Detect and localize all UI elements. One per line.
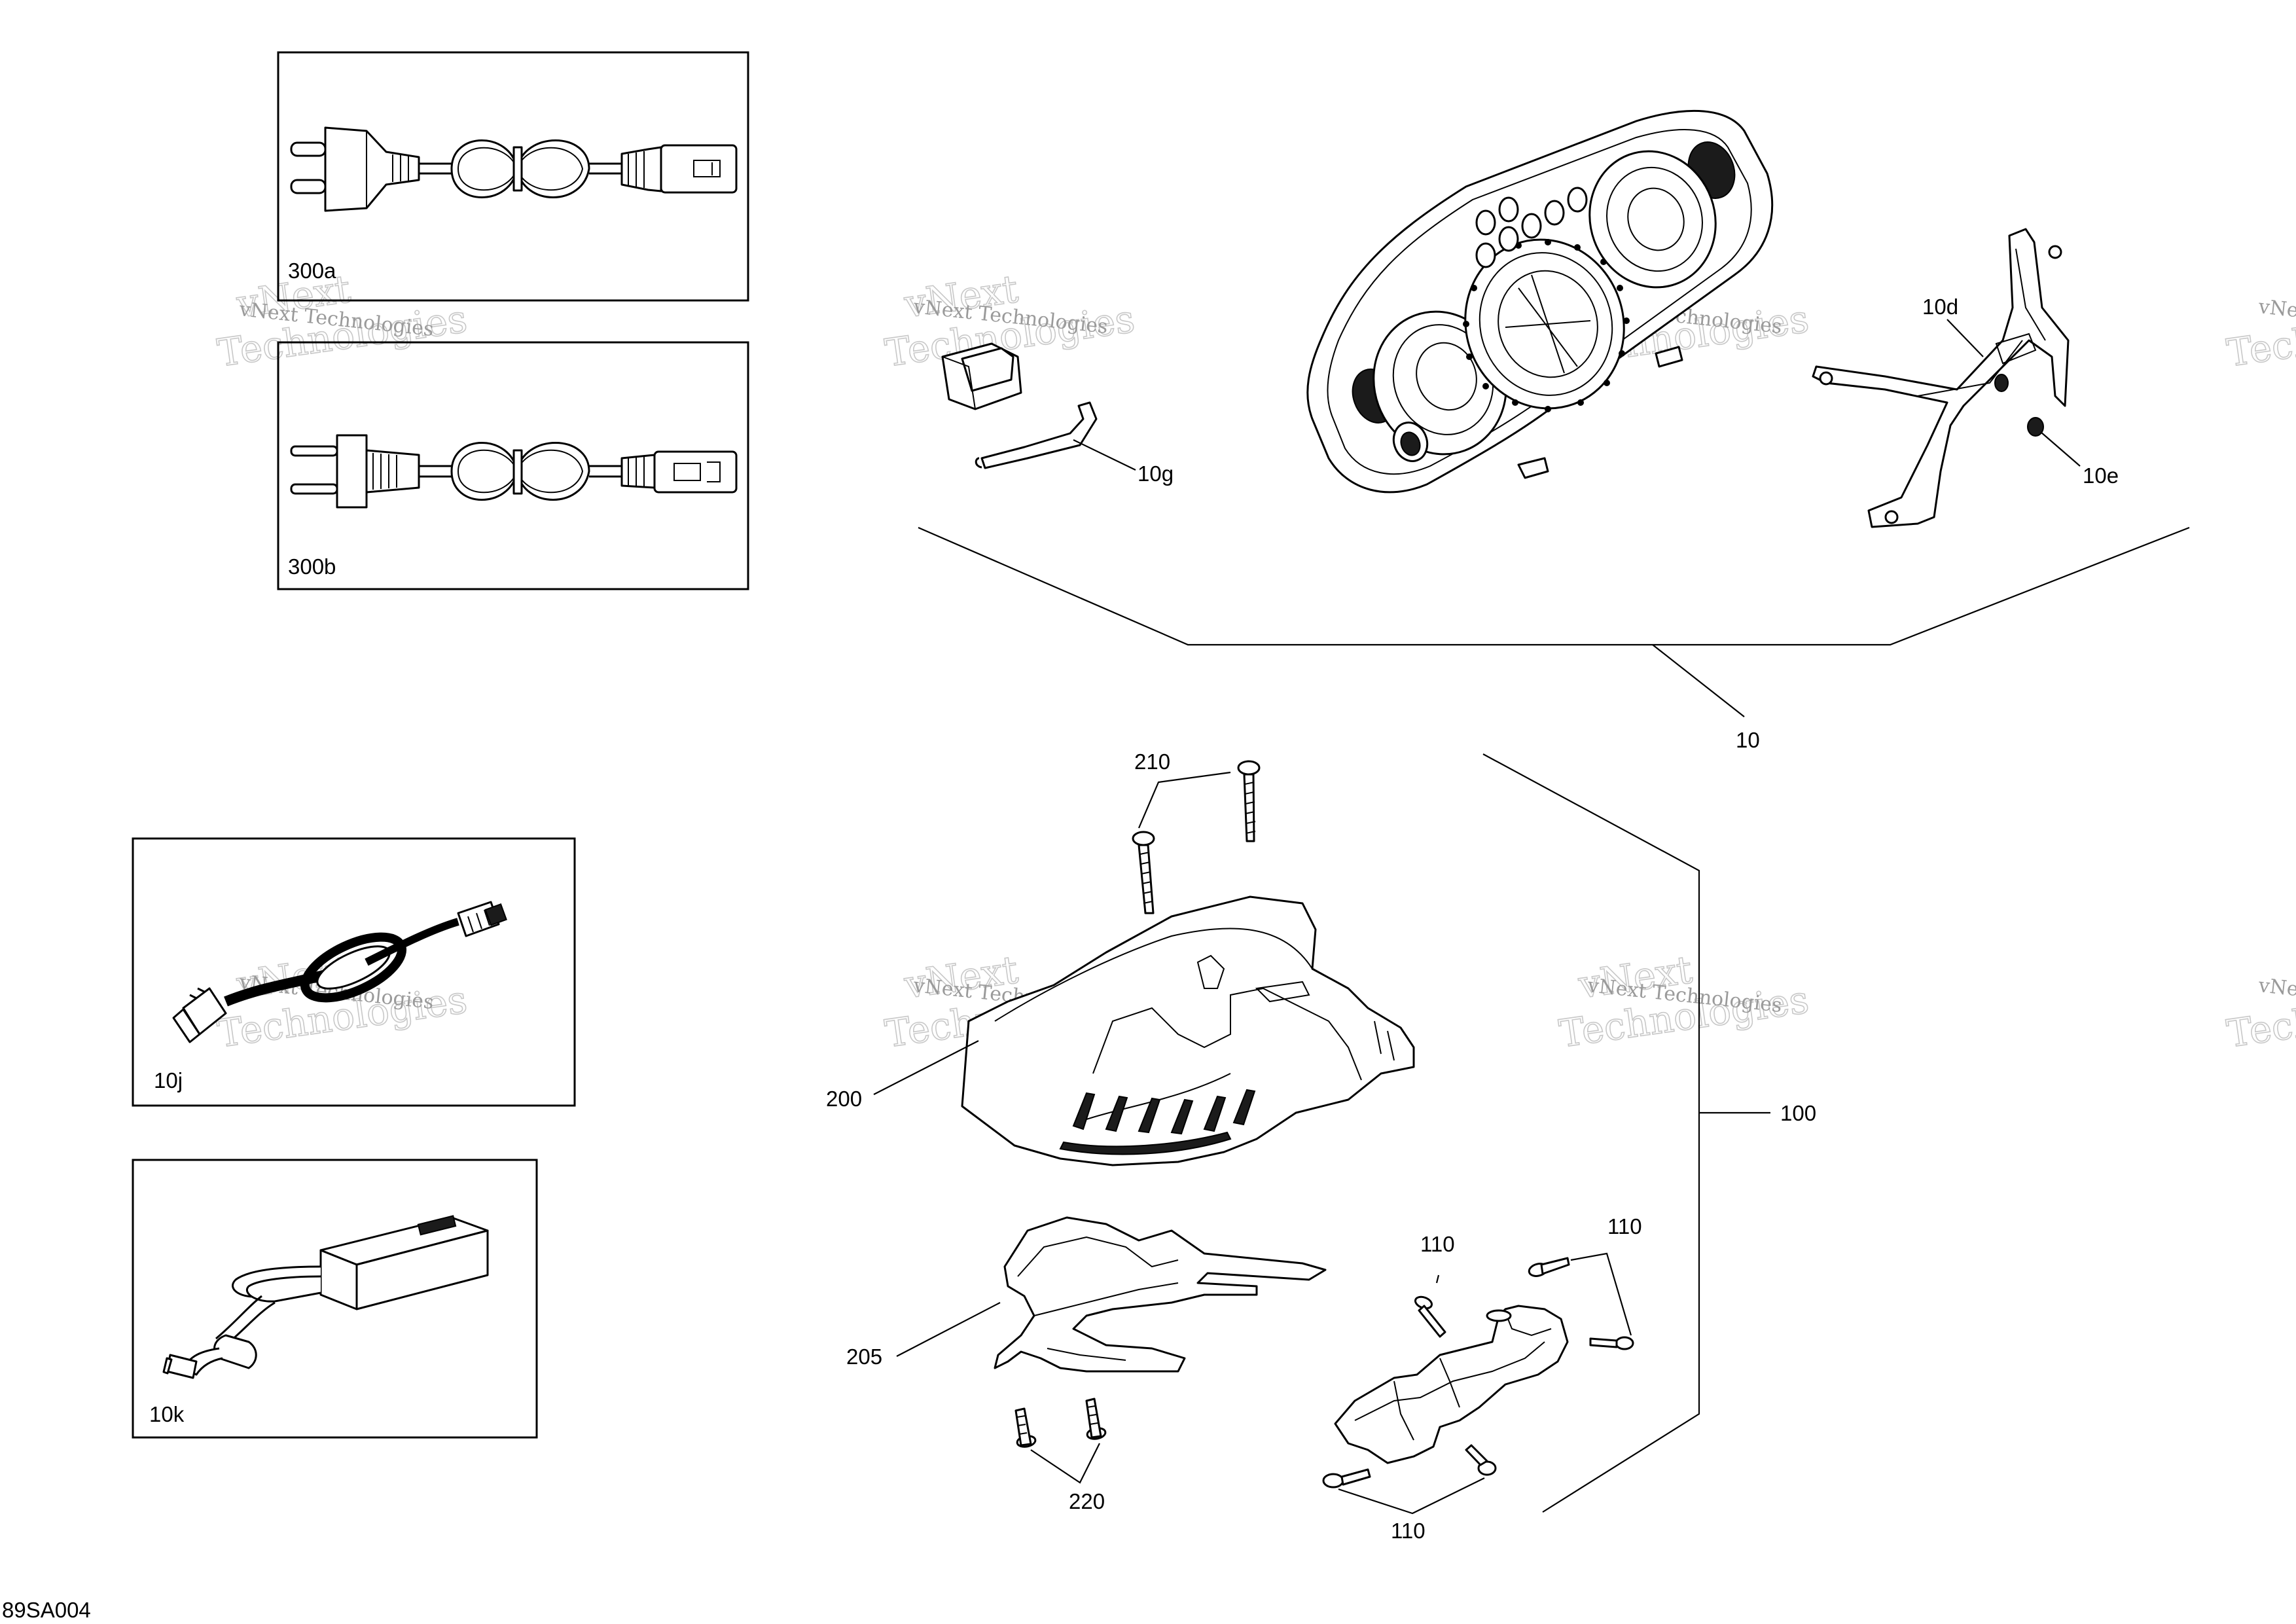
leader-110-top [1435,1274,1440,1284]
diagram-code: 89SA004 [2,1598,91,1622]
part-10d-bracket [1812,228,2070,528]
part-10-gauge-cluster [1306,109,1774,494]
leader-210 [1138,771,1231,829]
label-10e: 10e [2083,463,2119,488]
part-10e-nut [2027,417,2044,437]
label-110-right: 110 [1607,1214,1642,1238]
label-200: 200 [826,1087,862,1111]
leader-10d [1946,319,1984,357]
frame-300b [277,341,749,590]
part-300a-box: 300a [277,51,749,302]
label-10j: 10j [154,1068,183,1092]
part-300b-box: 300b [277,341,749,590]
label-300a: 300a [288,259,336,283]
label-110-top: 110 [1420,1232,1455,1256]
label-10g: 10g [1138,461,1174,486]
charger-adapter-10k-icon [162,1215,489,1379]
assembly-bracket-10 [918,526,2190,646]
leader-200 [873,1040,979,1095]
leader-220 [1030,1443,1100,1484]
leader-205 [896,1302,1001,1357]
frame-10j [132,837,576,1107]
label-10d: 10d [1922,295,1958,319]
leader-110-bottom [1338,1477,1485,1515]
usb-charging-cable-10j-icon [172,901,507,1043]
leader-110-right [1570,1252,1632,1336]
power-cable-300a-icon [290,126,738,212]
leader-10 [1652,644,1745,717]
part-110-housing [1334,1305,1569,1464]
part-10k-box: 10k [132,1159,538,1439]
part-10j-box: 10j [132,837,576,1107]
power-cable-300b-icon [290,434,738,509]
label-300b: 300b [288,554,336,579]
label-110-bottom: 110 [1391,1519,1426,1543]
part-205-bracket [994,1216,1327,1373]
part-110-screws [1322,1257,1634,1489]
part-210-screws [1132,760,1261,914]
leader-10g [1073,439,1136,471]
part-220-screws [1014,1398,1107,1448]
label-100: 100 [1780,1101,1816,1125]
frame-10k [132,1159,538,1439]
label-205: 205 [846,1344,882,1369]
part-10g-wire-harness [941,342,1098,469]
frame-300a [277,51,749,302]
label-10: 10 [1736,728,1760,752]
label-220: 220 [1069,1489,1105,1513]
label-210: 210 [1134,749,1170,774]
assembly-bracket-100 [1482,753,1700,1513]
label-10k: 10k [149,1402,185,1426]
leader-10e [2040,431,2081,467]
part-200-cover [961,895,1415,1166]
